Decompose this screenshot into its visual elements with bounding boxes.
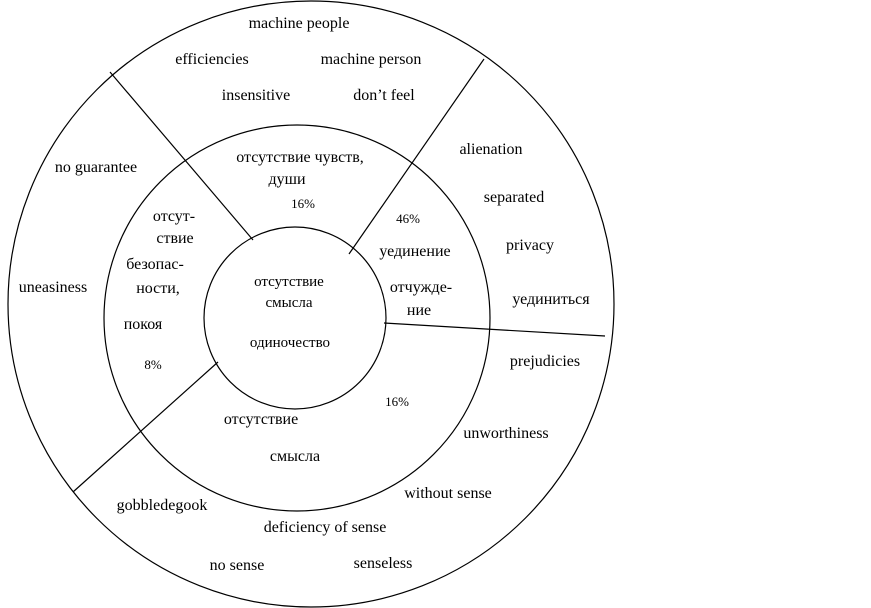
outer-top-segment: machine people efficiencies machine pers… (175, 15, 421, 104)
outer-bottom-word: deficiency of sense (264, 519, 387, 536)
center-label: отсутствие смысла одиночество (250, 274, 330, 351)
divider-bottom-left (72, 361, 219, 493)
outer-left-word: no guarantee (55, 159, 137, 176)
middle-top-percent: 16% (291, 196, 315, 211)
middle-top-segment: отсутствие чувств, души 16% (236, 149, 364, 211)
middle-left-segment: отсут- ствие безопас- ности, покоя 8% (124, 208, 195, 372)
outer-bottom-right-word: unworthiness (463, 425, 548, 442)
middle-left-line-4: ности, (136, 280, 180, 297)
middle-left-percent: 8% (144, 357, 162, 372)
divider-right (383, 322, 606, 337)
outer-bottom-word: gobbledegook (117, 497, 208, 514)
middle-circle (103, 124, 491, 512)
outer-top-word: machine person (321, 51, 422, 68)
outer-right-word: separated (484, 189, 544, 206)
middle-right-line-2: отчужде- (390, 279, 452, 296)
outer-bottom-word: no sense (210, 557, 265, 574)
middle-right-segment: 46% уединение отчужде- ние (379, 211, 452, 319)
middle-left-line-5: покоя (124, 316, 163, 333)
outer-bottom-word: senseless (354, 555, 413, 572)
outer-left-segment: no guarantee uneasiness (19, 159, 137, 296)
middle-bottom-line-2: смысла (270, 448, 320, 465)
middle-bottom-percent: 16% (385, 394, 409, 409)
outer-bottom-right-word: without sense (404, 485, 492, 502)
outer-right-word: alienation (459, 141, 522, 158)
middle-bottom-line-1: отсутствие (224, 411, 298, 428)
inner-circle (203, 226, 387, 410)
middle-bottom-segment: отсутствие смысла 16% (224, 394, 409, 465)
middle-left-line-2: ствие (156, 230, 193, 247)
center-line-2: смысла (265, 295, 312, 311)
divider-top-right (348, 58, 485, 255)
center-line-3: одиночество (250, 335, 330, 351)
outer-top-word: machine people (249, 15, 350, 32)
middle-right-line-3: ние (407, 302, 431, 319)
divider-top-left (109, 71, 254, 241)
center-line-1: отсутствие (254, 274, 324, 290)
outer-bottom-segment: gobbledegook deficiency of sense no sens… (117, 497, 413, 574)
middle-left-line-1: отсут- (153, 208, 195, 225)
middle-left-line-3: безопас- (126, 256, 184, 273)
middle-right-percent: 46% (396, 211, 420, 226)
middle-top-line-1: отсутствие чувств, (236, 149, 364, 166)
outer-top-word: don’t feel (353, 87, 415, 104)
outer-top-word: efficiencies (175, 51, 248, 68)
outer-circle (7, 0, 615, 608)
outer-right-word: уединиться (512, 291, 590, 308)
outer-right-word: privacy (506, 237, 554, 254)
middle-right-line-1: уединение (379, 243, 450, 260)
outer-left-word: uneasiness (19, 279, 87, 296)
outer-top-word: insensitive (222, 87, 290, 104)
outer-right-segment: alienation separated privacy уединиться (459, 141, 590, 308)
middle-top-line-2: души (268, 171, 305, 188)
outer-bottom-right-word: prejudicies (510, 353, 580, 370)
outer-bottom-right-segment: prejudicies unworthiness without sense (404, 353, 580, 502)
